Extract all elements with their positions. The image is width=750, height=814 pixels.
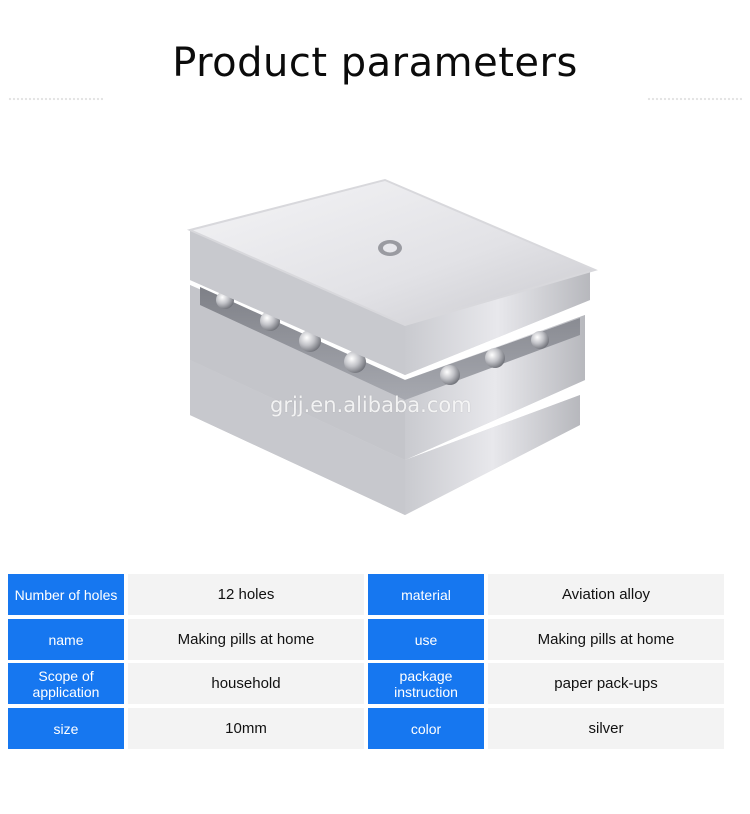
param-key: use [368, 619, 484, 660]
param-value: 12 holes [128, 574, 364, 615]
table-row: Scope of application household package i… [8, 663, 724, 704]
table-row: size 10mm color silver [8, 708, 724, 749]
watermark-text: grjj.en.alibaba.com [270, 393, 472, 417]
decorative-dots-right [647, 97, 742, 101]
param-value: Making pills at home [128, 619, 364, 660]
product-image [186, 178, 598, 515]
param-value: household [128, 663, 364, 704]
param-key: material [368, 574, 484, 615]
param-key: Scope of application [8, 663, 124, 704]
param-key: color [368, 708, 484, 749]
param-value: 10mm [128, 708, 364, 749]
table-row: name Making pills at home use Making pil… [8, 619, 724, 660]
table-row: Number of holes 12 holes material Aviati… [8, 574, 724, 615]
param-value: Aviation alloy [488, 574, 724, 615]
param-key: name [8, 619, 124, 660]
decorative-dots-left [8, 97, 103, 101]
param-key: Number of holes [8, 574, 124, 615]
param-value: paper pack-ups [488, 663, 724, 704]
param-key: package instruction [368, 663, 484, 704]
page-title: Product parameters [172, 40, 578, 86]
param-value: silver [488, 708, 724, 749]
param-key: size [8, 708, 124, 749]
param-value: Making pills at home [488, 619, 724, 660]
